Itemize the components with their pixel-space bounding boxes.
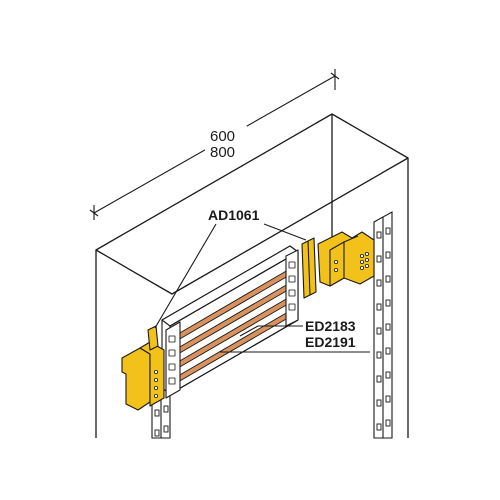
callout-leaders <box>154 223 370 353</box>
copper-busbars <box>177 269 289 383</box>
right-upright-rail <box>373 211 393 439</box>
holder-left-clamp <box>165 321 181 399</box>
leader-ad1061-right <box>263 223 307 241</box>
busbar-holder-assembly <box>161 245 299 399</box>
callout-ed2191: ED2191 <box>305 334 356 350</box>
holder-right-clamp <box>285 249 299 327</box>
cabinet-enclosure <box>95 113 409 438</box>
leader-ad1061-left <box>154 223 217 329</box>
dimension-width-600: 600 <box>210 128 235 145</box>
left-mount-bracket <box>121 347 151 411</box>
callout-ad1061: AD1061 <box>208 207 260 223</box>
dimension-label-mask <box>205 126 247 160</box>
left-spacer-plate <box>147 325 159 351</box>
left-bracket-holes <box>153 369 158 398</box>
right-support-bracket-ed2183 <box>301 231 375 299</box>
right-rail-perforations <box>376 227 391 431</box>
dimension-width-800: 800 <box>210 144 235 161</box>
left-support-bracket <box>121 325 165 411</box>
leader-ed2183-to-rail <box>239 325 259 337</box>
callout-ed2183: ED2183 <box>305 318 356 334</box>
right-bracket-holes <box>333 251 369 272</box>
